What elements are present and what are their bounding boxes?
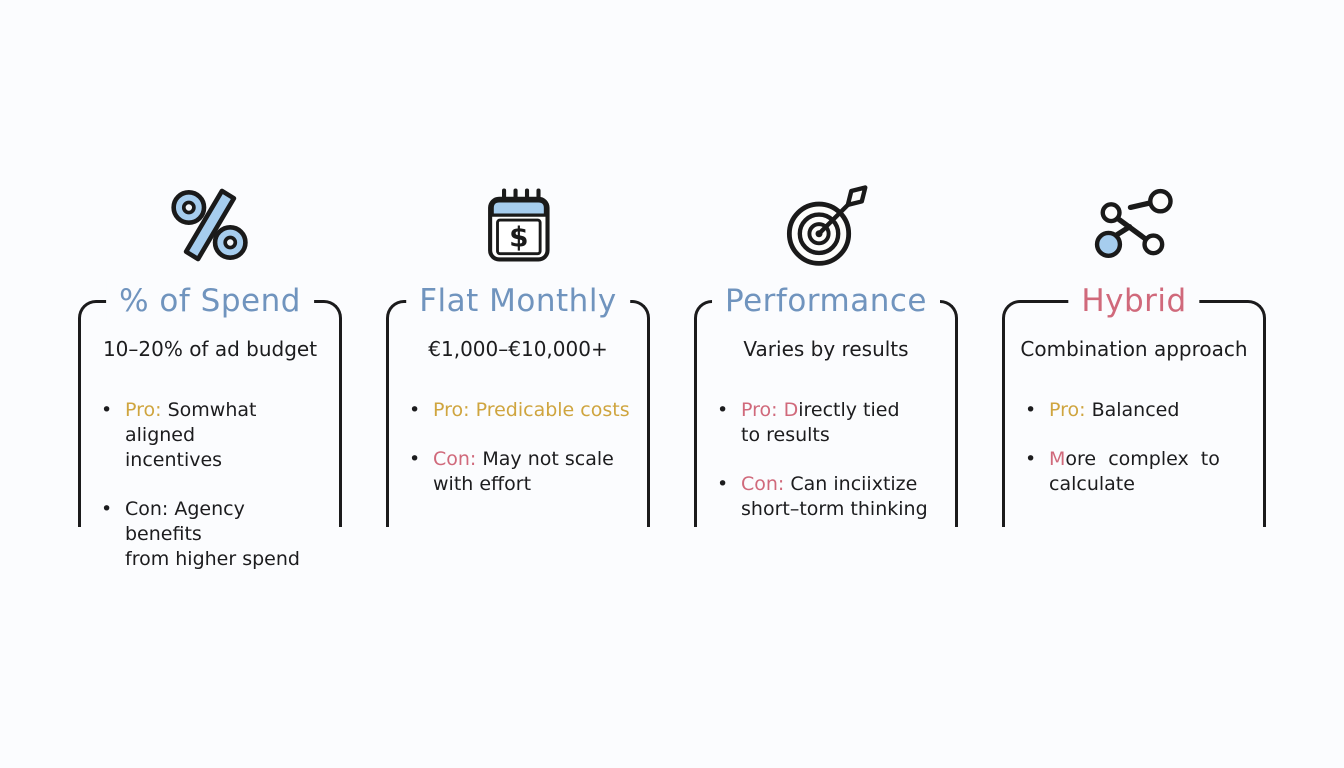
calendar-dollar-icon: $	[477, 183, 559, 267]
pricing-column-flat-monthly: $ Flat Monthly €1,000–€10,000+ • Pro: Pre…	[386, 183, 650, 527]
column-title: Performance	[712, 280, 940, 322]
bullet-item: • Pro: Predicable costs	[409, 398, 635, 423]
column-subtitle: €1,000–€10,000+	[428, 337, 608, 361]
bullet-text: Con: Agency benefits from higher spend	[125, 498, 300, 571]
pricing-panel: Hybrid Combination approach • Pro: Balanc…	[1002, 280, 1266, 527]
pricing-column-hybrid: Hybrid Combination approach • Pro: Balanc…	[1002, 183, 1266, 527]
bullet-marker: •	[101, 399, 113, 421]
pricing-column-performance: Performance Varies by results • Pro: Dire…	[694, 183, 958, 527]
pricing-panel: % of Spend 10–20% of ad budget • Pro: Som…	[78, 280, 342, 570]
pricing-models-board: % of Spend 10–20% of ad budget • Pro: Som…	[78, 183, 1266, 570]
bullet-marker: •	[1025, 448, 1037, 471]
pricing-column-percent-of-spend: % of Spend 10–20% of ad budget • Pro: Som…	[78, 183, 342, 570]
column-subtitle: 10–20% of ad budget	[102, 337, 318, 361]
pricing-panel: Performance Varies by results • Pro: Dire…	[694, 280, 958, 527]
bullet-text: Pro: Somwhat aligned incentives	[125, 399, 257, 472]
bullet-item: • Con: May not scale with effort	[409, 447, 635, 497]
bullet-text: Con: Can inciixtize short–torm thinking	[741, 473, 928, 521]
bullet-marker: •	[101, 498, 113, 521]
bullet-list: • Pro: Predicable costs • Con: May not scal…	[401, 398, 635, 497]
column-title: Hybrid	[1068, 280, 1200, 322]
bullet-text: More complex to calculate	[1049, 448, 1220, 496]
bullet-text: Pro: Directly tied to results	[741, 399, 900, 447]
percent-icon	[164, 183, 256, 267]
bullet-list: • Pro: Balanced • More complex to calculate	[1017, 398, 1251, 497]
column-title: Flat Monthly	[406, 280, 630, 322]
svg-text:$: $	[509, 220, 528, 253]
bullet-marker: •	[717, 473, 729, 496]
bullet-item: • Con: Can inciixtize short–torm thinking	[717, 472, 943, 522]
bullet-marker: •	[717, 399, 729, 421]
network-nodes-icon	[1090, 183, 1178, 267]
target-arrow-icon	[778, 183, 874, 267]
bullet-item: • Pro: Somwhat aligned incentives	[101, 398, 327, 473]
column-subtitle: Varies by results	[743, 337, 909, 361]
bullet-marker: •	[1025, 399, 1037, 421]
column-title: % of Spend	[106, 280, 314, 322]
bullet-list: • Pro: Directly tied to results • Con: Can …	[709, 398, 943, 522]
bullet-item: • More complex to calculate	[1025, 447, 1251, 497]
bullet-item: • Pro: Balanced	[1025, 398, 1251, 423]
bullet-text: Con: May not scale with effort	[433, 448, 614, 496]
bullet-text: Pro: Balanced	[1049, 399, 1180, 421]
bullet-item: • Con: Agency benefits from higher spend	[101, 497, 327, 572]
bullet-text: Pro: Predicable costs	[433, 399, 630, 421]
bullet-list: • Pro: Somwhat aligned incentives • Con: Ag…	[93, 398, 327, 572]
column-subtitle: Combination approach	[1020, 337, 1248, 361]
bullet-marker: •	[409, 448, 421, 471]
bullet-item: • Pro: Directly tied to results	[717, 398, 943, 448]
pricing-panel: Flat Monthly €1,000–€10,000+ • Pro: Predi…	[386, 280, 650, 527]
bullet-marker: •	[409, 399, 421, 421]
